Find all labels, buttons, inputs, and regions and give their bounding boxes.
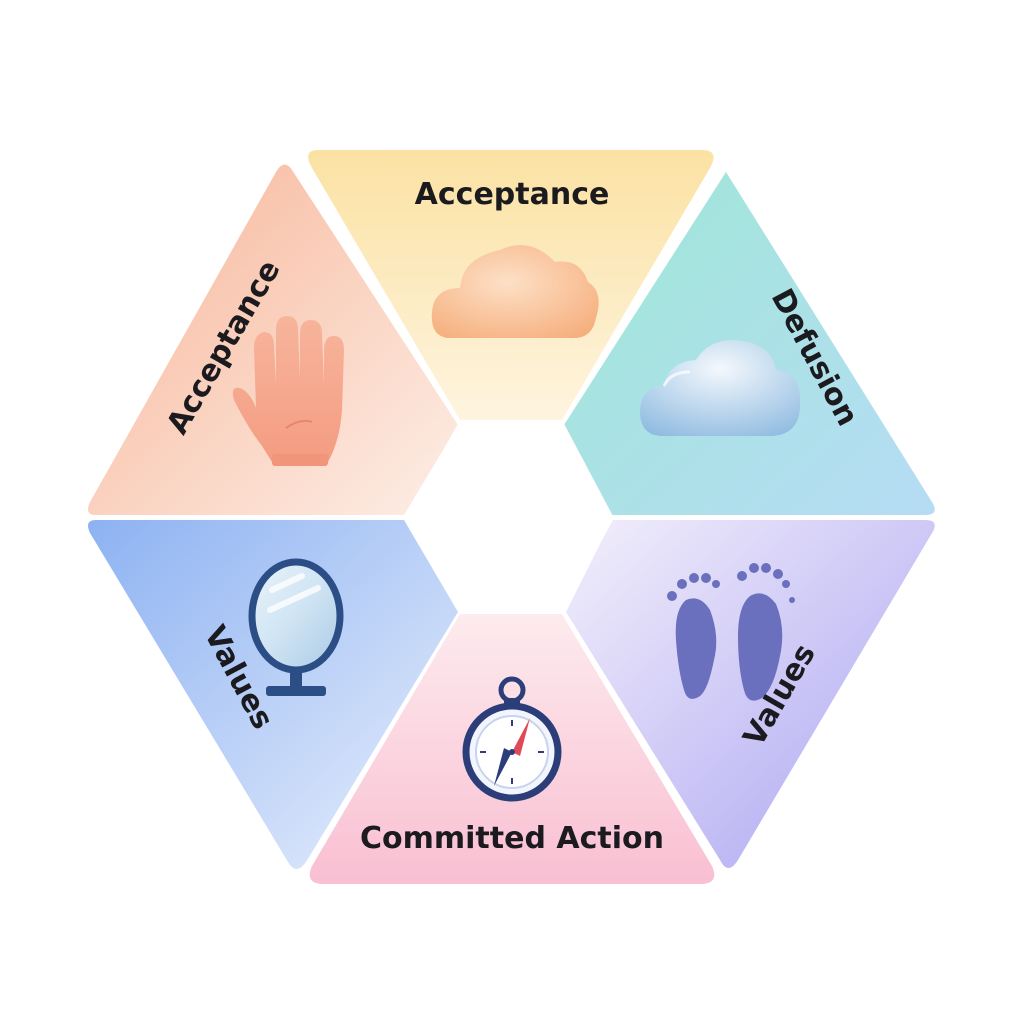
compass-icon [462, 676, 562, 802]
segment-label-bottom: Committed Action [360, 821, 664, 856]
cloud-icon [640, 340, 801, 436]
center-hexagon [406, 420, 614, 614]
footprints-icon [667, 563, 795, 701]
segment-label-top: Acceptance [415, 177, 610, 212]
cloud-icon [431, 245, 599, 339]
mirror-icon [248, 558, 344, 696]
hand-icon [232, 316, 344, 466]
